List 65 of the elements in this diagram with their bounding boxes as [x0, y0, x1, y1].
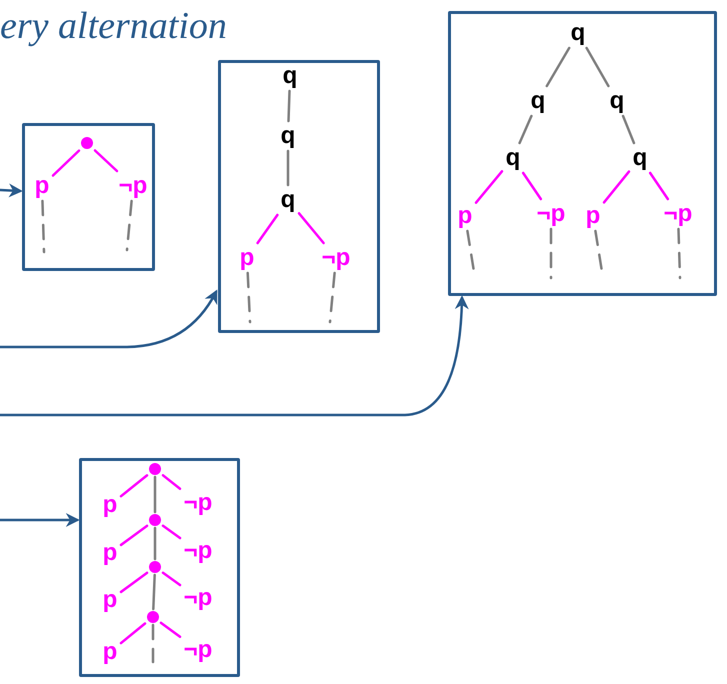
tree-branch: [648, 172, 670, 200]
tree-branch: [585, 46, 610, 88]
dashed-line: [677, 228, 682, 280]
formula-letter: q: [631, 145, 649, 171]
literal-label: p: [101, 587, 119, 613]
dashed-line: [246, 272, 252, 324]
literal-label: p: [33, 173, 51, 199]
literal-label: p: [101, 540, 119, 566]
tree-branch: [256, 214, 279, 244]
tree-branch: [286, 150, 290, 186]
tree-branch: [162, 524, 182, 540]
literal-label: p: [101, 639, 119, 665]
frame-box: [218, 60, 380, 333]
tree-branch: [162, 572, 182, 586]
literal-label: ¬p: [182, 490, 214, 516]
formula-letter: q: [608, 88, 626, 114]
tree-branch: [162, 474, 182, 490]
tree-branch: [160, 622, 182, 638]
dashed-line: [550, 228, 552, 280]
formula-letter: q: [279, 187, 297, 213]
frame-box: [79, 458, 240, 677]
literal-label: p: [101, 492, 119, 518]
tree-branch: [120, 524, 148, 546]
tree-branch: [154, 476, 156, 514]
tree-branch: [518, 114, 533, 144]
formula-letter: q: [504, 145, 522, 171]
literal-label: p: [456, 203, 474, 229]
literal-label: p: [584, 203, 602, 229]
tree-branch: [120, 622, 146, 644]
frame-box: [22, 123, 155, 271]
literal-label: ¬p: [182, 585, 214, 611]
arrow: [0, 295, 469, 416]
dashed-line: [126, 200, 133, 252]
tree-branch: [522, 172, 542, 200]
tree-branch: [622, 114, 636, 144]
formula-letter: q: [569, 20, 587, 46]
literal-label: ¬p: [662, 201, 694, 227]
dashed-line: [328, 272, 336, 324]
formula-letter: q: [281, 63, 299, 89]
literal-label: p: [238, 245, 256, 271]
literal-label: ¬p: [535, 201, 567, 227]
literal-label: ¬p: [182, 538, 214, 564]
arrow: [0, 290, 218, 348]
arrow: [0, 183, 23, 198]
tree-branch: [52, 149, 80, 177]
tree-branch: [602, 170, 630, 204]
tree-branch: [474, 170, 504, 204]
dashed-line: [41, 200, 46, 254]
formula-letter: q: [529, 88, 547, 114]
arrow: [0, 513, 80, 527]
tree-branch: [546, 46, 570, 88]
tree-branch: [120, 572, 148, 594]
formula-letter: q: [279, 123, 297, 149]
literal-label: ¬p: [117, 173, 149, 199]
tree-branch: [154, 526, 156, 560]
tree-branch: [152, 574, 156, 610]
tree-branch: [298, 212, 325, 244]
title: ery alternation: [0, 4, 227, 48]
literal-label: ¬p: [320, 245, 352, 271]
tree-branch: [120, 474, 148, 498]
dashed-line: [152, 624, 154, 664]
frame-box: [448, 11, 717, 296]
literal-label: ¬p: [182, 637, 214, 663]
tree-branch: [94, 149, 118, 172]
tree-branch: [287, 90, 291, 122]
